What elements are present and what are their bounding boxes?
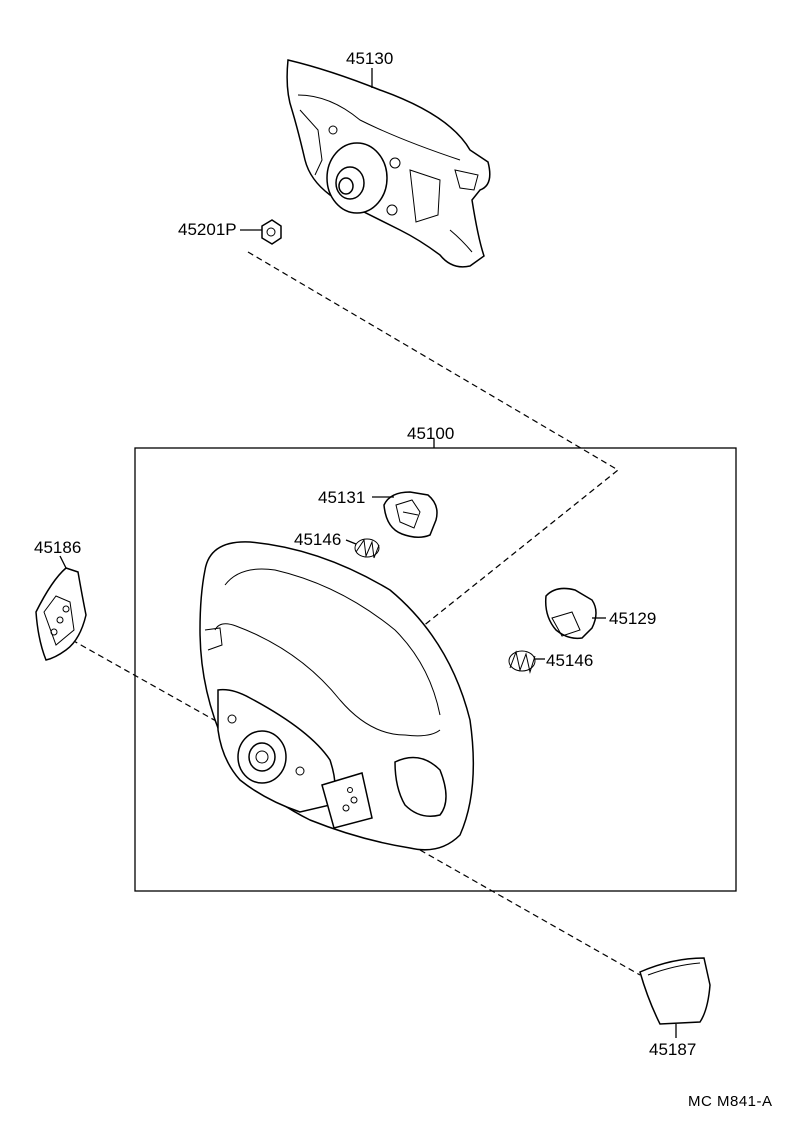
nut-45201p (261, 219, 282, 245)
label-45146-lower: 45146 (546, 651, 594, 670)
dash-wheel-to-45187 (419, 849, 641, 976)
switch-45129 (544, 587, 597, 640)
dash-45186-to-wheel (71, 639, 233, 731)
spring-45146-upper (354, 538, 380, 559)
cover-45187 (639, 957, 711, 1025)
label-45186: 45186 (34, 538, 82, 557)
label-45129: 45129 (609, 609, 657, 628)
spring-45146-lower (508, 650, 536, 674)
leader-45186 (59, 555, 67, 569)
label-45130: 45130 (346, 49, 394, 68)
label-45131: 45131 (318, 488, 366, 507)
leader-45146-upper (345, 539, 357, 545)
label-45201p: 45201P (178, 220, 237, 239)
steering-wheel-45100 (199, 541, 475, 851)
cover-45186 (35, 567, 87, 661)
airbag-pad-45130 (286, 59, 491, 268)
assembly-frame (134, 447, 737, 892)
diagram-code: MC M841-A (688, 1093, 773, 1110)
label-45100: 45100 (407, 424, 455, 443)
switch-45131 (383, 491, 438, 538)
label-45187: 45187 (649, 1040, 697, 1059)
dash-45201p-to-wheel (247, 251, 620, 636)
label-45146-upper: 45146 (294, 530, 342, 549)
